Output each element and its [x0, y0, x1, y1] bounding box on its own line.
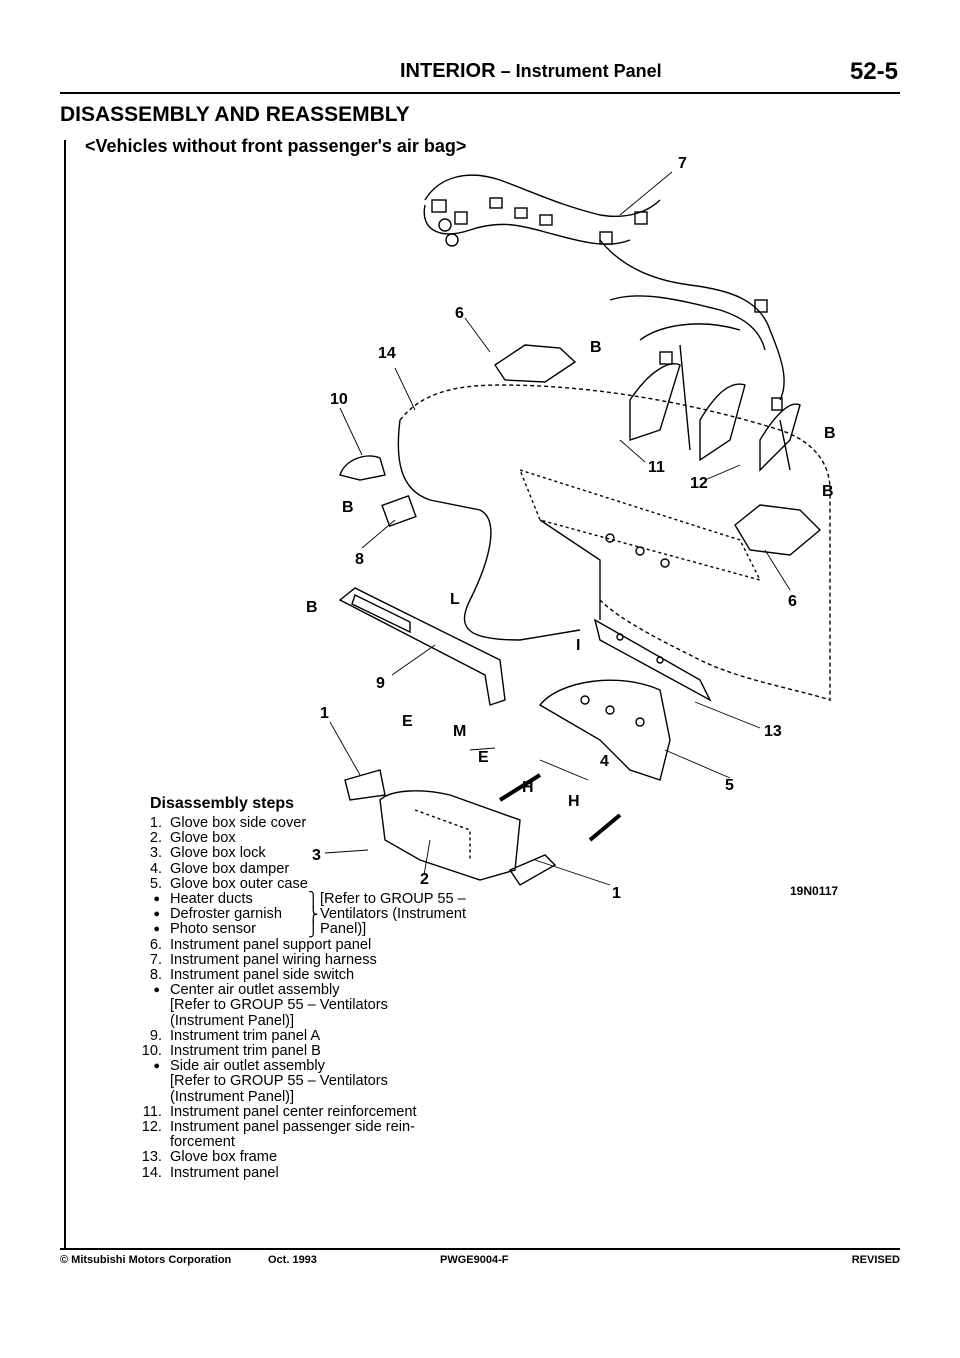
list-item: 8.Instrument panel side switch [149, 967, 355, 984]
list-item: 6.Instrument panel support panel [149, 936, 372, 953]
trim-panel-b [339, 455, 417, 528]
callout-label: 3 [312, 847, 321, 864]
support-panel [494, 344, 822, 556]
list-item: ●Heater ducts [153, 891, 253, 908]
steps-title: Disassembly steps [150, 795, 295, 812]
list-item: 5.Glove box outer case [149, 875, 308, 892]
margin-rule [64, 140, 66, 1248]
vehicle-variant: <Vehicles without front passenger's air … [85, 136, 467, 156]
group-reference: [Refer to GROUP 55 – Ventilators (Instru… [320, 891, 467, 938]
list-item: ●Side air outlet assembly [153, 1058, 325, 1075]
list-item: 7.Instrument panel wiring harness [149, 951, 377, 968]
chapter-subtitle: – Instrument Panel [495, 61, 662, 81]
callout-labels: 7 6 B 14 10 B 11 12 B B 8 B 6 L I 9 13 1… [306, 155, 836, 902]
callout-label: M [453, 723, 466, 740]
steps-list: 1.Glove box side cover 2.Glove box 3.Glo… [128, 815, 417, 1181]
list-item: ●Center air outlet assembly [153, 982, 340, 999]
brace: ⎫⎬⎭ [308, 891, 319, 938]
callout-label: E [402, 713, 413, 730]
callout-label: E [478, 749, 489, 766]
callout-label: 9 [376, 675, 385, 692]
list-item: 10.Instrument trim panel B [141, 1043, 321, 1060]
list-item: 13.Glove box frame [141, 1149, 278, 1166]
list-item: [Refer to GROUP 55 – Ventilators [170, 997, 388, 1014]
callout-label: H [522, 779, 534, 796]
callout-label: 8 [355, 551, 364, 568]
leader-lines [324, 171, 791, 886]
callout-label: 6 [788, 593, 797, 610]
glove-box-frame [593, 618, 712, 702]
callout-label: 12 [690, 475, 708, 492]
callout-label: H [568, 793, 580, 810]
callout-label: 1 [612, 885, 621, 902]
footer-status: REVISED [851, 1254, 900, 1266]
glove-box-side-cover [508, 854, 557, 886]
callout-label: L [450, 591, 460, 608]
list-item: ●Photo sensor [153, 921, 256, 938]
glove-box-outer-case [538, 679, 671, 781]
list-item: [Refer to GROUP 55 – Ventilators [170, 1073, 388, 1090]
list-item: 3.Glove box lock [149, 845, 266, 862]
callout-label: 4 [600, 753, 609, 770]
callout-label: 7 [678, 155, 687, 172]
list-item: forcement [170, 1134, 235, 1151]
glove-box [344, 769, 521, 881]
figure-number: 19N0117 [790, 884, 839, 898]
list-item: 4.Glove box damper [149, 860, 290, 877]
footer-copyright: © Mitsubishi Motors Corporation [60, 1254, 232, 1266]
chapter-title: INTERIOR [400, 60, 496, 82]
panel-reinforcements [629, 344, 801, 472]
trim-panel-a [338, 587, 506, 706]
list-item: 12.Instrument panel passenger side rein- [141, 1119, 415, 1136]
callout-label: I [576, 637, 580, 654]
callout-label: B [824, 425, 836, 442]
list-item: 11.Instrument panel center reinforcement [142, 1103, 417, 1120]
page-header: INTERIOR – Instrument Panel 52-5 [60, 56, 900, 94]
section-title: DISASSEMBLY AND REASSEMBLY [60, 103, 410, 126]
footer-date: Oct. 1993 [268, 1254, 317, 1266]
header-title: INTERIOR – Instrument Panel [400, 60, 662, 83]
callout-label: 13 [764, 723, 782, 740]
callout-label: 10 [330, 391, 348, 408]
list-item: 2.Glove box [149, 830, 236, 847]
wiring-harness [423, 174, 785, 411]
callout-label: 1 [320, 705, 329, 722]
list-item: (Instrument Panel)] [170, 1088, 295, 1105]
callout-label: 11 [648, 459, 665, 476]
list-item: 9.Instrument trim panel A [149, 1027, 321, 1044]
callout-label: B [590, 339, 602, 356]
list-item: 14.Instrument panel [141, 1164, 279, 1181]
callout-label: B [306, 599, 318, 616]
footer-rule [60, 1248, 900, 1250]
callout-label: 6 [455, 305, 464, 322]
list-item: 1.Glove box side cover [149, 815, 307, 831]
glove-box-damper [498, 773, 622, 842]
callout-label: 14 [378, 345, 396, 362]
page-number: 52-5 [849, 58, 898, 85]
callout-label: 2 [420, 871, 429, 888]
list-item: (Instrument Panel)] [170, 1012, 295, 1029]
footer-code: PWGE9004-F [440, 1254, 509, 1266]
callout-label: B [342, 499, 354, 516]
callout-label: B [822, 483, 834, 500]
callout-label: 5 [725, 777, 734, 794]
instrument-panel-outline [397, 384, 831, 701]
list-item: ●Defroster garnish [153, 906, 282, 923]
